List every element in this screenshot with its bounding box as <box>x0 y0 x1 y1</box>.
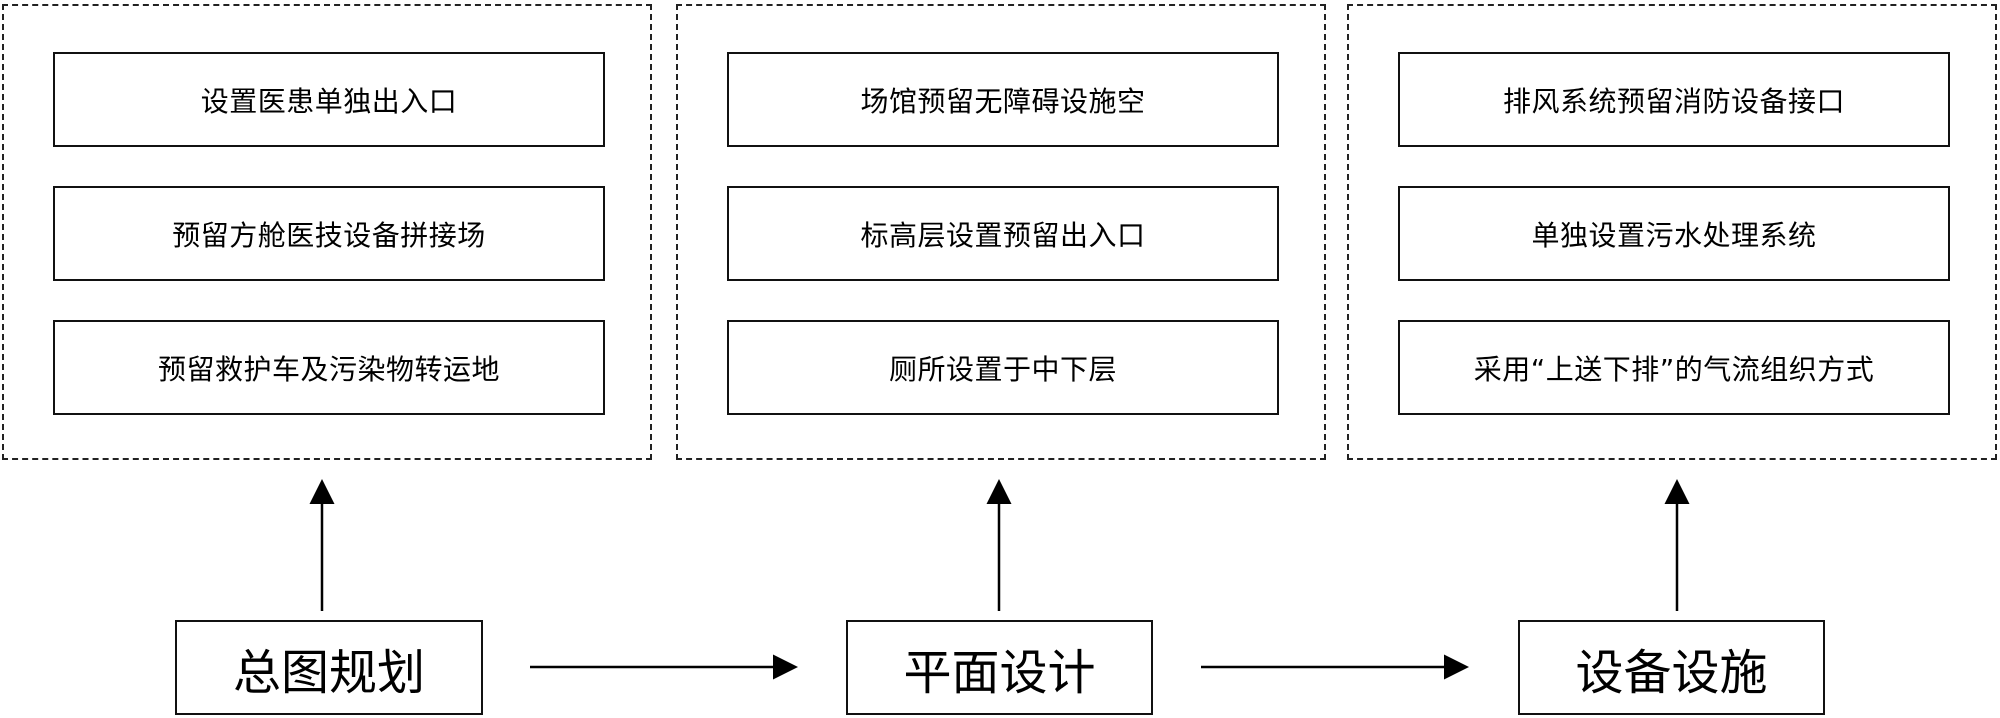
group-floor-plan: 场馆预留无障碍设施空 标高层设置预留出入口 厕所设置于中下层 <box>676 4 1326 460</box>
item-modular-equipment-area: 预留方舱医技设备拼接场 <box>53 186 605 281</box>
group-site-planning: 设置医患单独出入口 预留方舱医技设备拼接场 预留救护车及污染物转运地 <box>2 4 652 460</box>
item-exhaust-fire-interface: 排风系统预留消防设备接口 <box>1398 52 1950 147</box>
item-airflow-organization: 采用“上送下排”的气流组织方式 <box>1398 320 1950 415</box>
group-equipment: 排风系统预留消防设备接口 单独设置污水处理系统 采用“上送下排”的气流组织方式 <box>1347 4 1997 460</box>
item-ambulance-transfer-area: 预留救护车及污染物转运地 <box>53 320 605 415</box>
item-accessible-facilities: 场馆预留无障碍设施空 <box>727 52 1279 147</box>
item-restroom-location: 厕所设置于中下层 <box>727 320 1279 415</box>
item-level-entrances: 标高层设置预留出入口 <box>727 186 1279 281</box>
stage-floor-plan: 平面设计 <box>846 620 1153 715</box>
stage-site-planning: 总图规划 <box>175 620 483 715</box>
stage-equipment: 设备设施 <box>1518 620 1825 715</box>
item-sewage-system: 单独设置污水处理系统 <box>1398 186 1950 281</box>
item-separate-entrances: 设置医患单独出入口 <box>53 52 605 147</box>
